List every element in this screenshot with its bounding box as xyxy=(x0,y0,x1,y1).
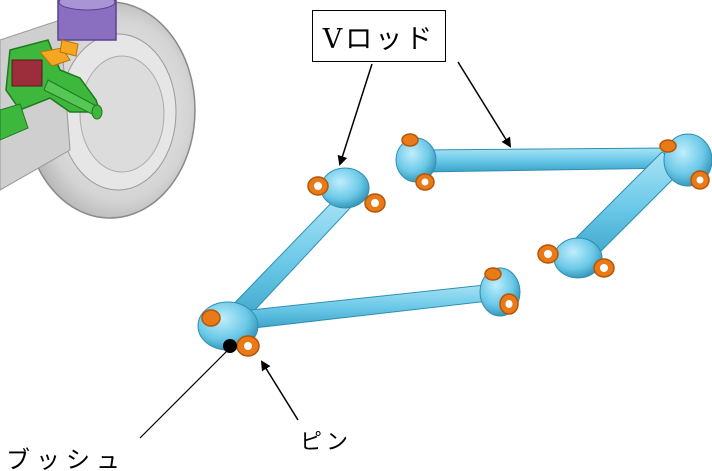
v-rod-left xyxy=(197,167,521,357)
v-rod-label: Vロッド xyxy=(312,10,446,62)
v-rod-right xyxy=(395,133,712,279)
pin-left-top xyxy=(401,133,419,147)
pin-arrow xyxy=(260,360,299,421)
wheel-inner xyxy=(79,55,165,173)
pin-right-top xyxy=(484,267,502,281)
hub-red-part xyxy=(11,59,43,87)
wheel-assembly xyxy=(0,0,196,219)
pin-apex-top xyxy=(201,309,221,327)
bushing-leader-line xyxy=(139,349,229,439)
v-rod-arrow-right xyxy=(457,61,512,148)
bushing-label: ブッシュ xyxy=(6,446,126,471)
bushing-marker-dot xyxy=(223,339,237,353)
v-rod-arrow-left xyxy=(337,63,373,166)
pin-label: ピン xyxy=(300,430,353,455)
pin-apex-right-top xyxy=(659,139,677,153)
rod-arm-top xyxy=(417,147,677,173)
